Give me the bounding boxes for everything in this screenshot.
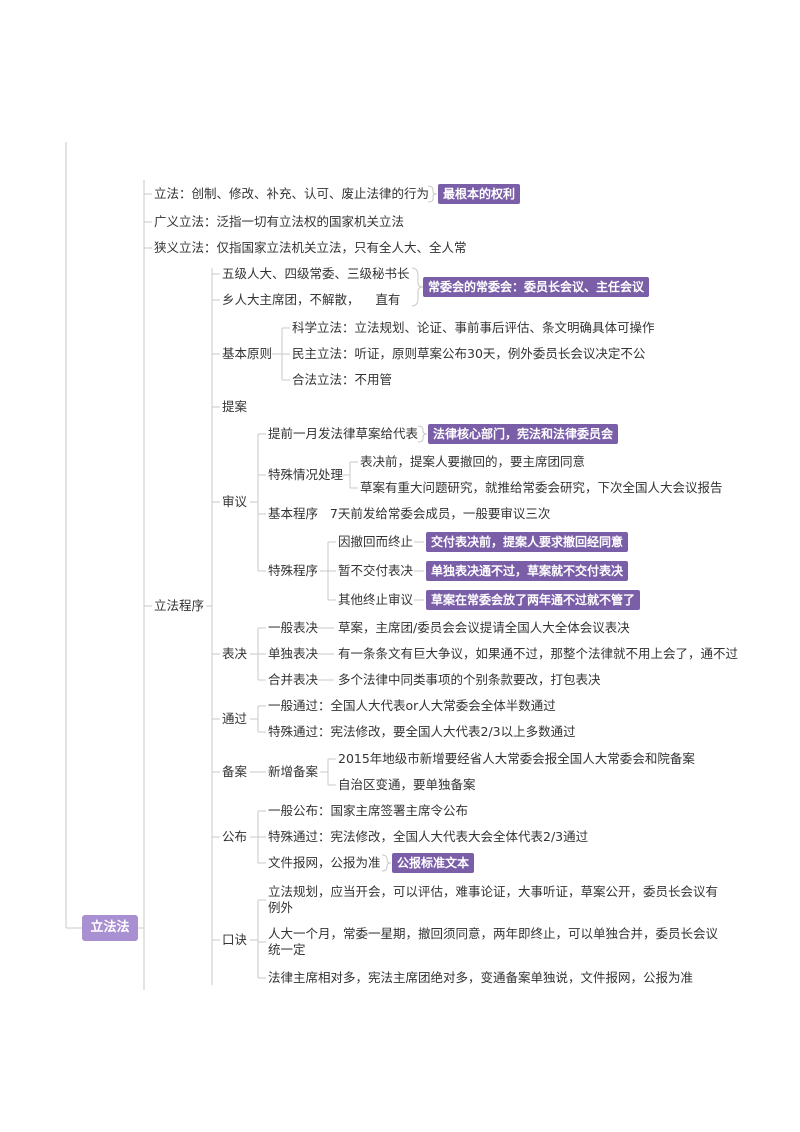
node-general-vote-desc: 草案，主席团/委员会会议提请全国人大全体会议表决 <box>338 620 630 635</box>
node-general-vote: 一般表决 <box>268 620 319 635</box>
highlight-core-department: 法律核心部门，宪法和法律委员会 <box>428 424 619 444</box>
node-scientific-legislation: 科学立法：立法规划、论证、事前事后评估、条文明确具体可操作 <box>292 320 655 335</box>
node-basic-procedure: 基本程序 7天前发给常委会成员，一般要审议三次 <box>268 506 551 521</box>
node-withdraw-before-vote: 表决前，提案人要撤回的，要主席团同意 <box>360 454 586 469</box>
node-township-presidium: 乡人大主席团，不解散， 直有 <box>222 292 401 307</box>
highlight-council-meetings: 常委会的常委会：委员长会议、主任会议 <box>423 277 650 297</box>
node-filing: 备案 <box>222 764 248 779</box>
node-filing-2015: 2015年地级市新增要经省人大常委会报全国人大常委会和院备案 <box>338 751 695 766</box>
node-pass: 通过 <box>222 711 248 726</box>
node-review: 审议 <box>222 494 248 509</box>
node-publish: 公布 <box>222 829 248 844</box>
node-special-procedure: 特殊程序 <box>268 563 319 578</box>
node-special-pass: 特殊通过：宪法修改，要全国人大代表2/3以上多数通过 <box>268 724 576 739</box>
node-combined-vote: 合并表决 <box>268 672 319 687</box>
node-mnemonic: 口诀 <box>222 932 248 947</box>
root-node: 立法法 <box>82 915 138 941</box>
node-broad-legislation: 广义立法：泛指一切有立法权的国家机关立法 <box>154 214 405 229</box>
node-general-pass: 一般通过：全国人大代表or人大常委会全体半数通过 <box>268 698 556 713</box>
node-basic-principles: 基本原则 <box>222 346 273 361</box>
node-combined-vote-desc: 多个法律中同类事项的个别条款要改，打包表决 <box>338 672 601 687</box>
node-legislative-procedure: 立法程序 <box>154 598 205 613</box>
node-separate-vote: 单独表决 <box>268 646 319 661</box>
node-levels: 五级人大、四级常委、三级秘书长 <box>222 266 410 281</box>
node-mnemonic-1: 立法规划，应当开会，可以评估，难事论证，大事听证，草案公开，委员长会议有例外 <box>268 884 719 915</box>
node-advance-draft: 提前一月发法律草案给代表 <box>268 426 419 441</box>
node-filing-autonomous: 自治区变通，要单独备案 <box>338 777 476 792</box>
node-special-handling: 特殊情况处理 <box>268 467 344 482</box>
highlight-fundamental-power: 最根本的权利 <box>438 184 521 204</box>
node-democratic-legislation: 民主立法：听证，原则草案公布30天，例外委员长会议决定不公 <box>292 346 646 361</box>
node-suspend-vote: 暂不交付表决 <box>338 563 414 578</box>
highlight-withdraw-consent: 交付表决前，提案人要求撤回经同意 <box>426 532 629 552</box>
node-special-publish: 特殊通过：宪法修改，全国人大代表大会全体代表2/3通过 <box>268 829 589 844</box>
node-mnemonic-3: 法律主席相对多，宪法主席团绝对多，变通备案单独说，文件报网，公报为准 <box>268 970 694 985</box>
node-legislation-def: 立法：创制、修改、补充、认可、废止法律的行为 <box>154 186 430 201</box>
node-vote: 表决 <box>222 646 248 661</box>
highlight-separate-vote-fail: 单独表决通不过，草案就不交付表决 <box>426 561 629 581</box>
node-mnemonic-2: 人大一个月，常委一星期，撤回须同意，两年即终止，可以单独合并，委员长会议统一定 <box>268 926 719 957</box>
highlight-two-years: 草案在常委会放了两年通不过就不管了 <box>426 590 641 610</box>
node-proposal: 提案 <box>222 399 248 414</box>
node-lawful-legislation: 合法立法：不用管 <box>292 372 393 387</box>
node-narrow-legislation: 狭义立法：仅指国家立法机关立法，只有全人大、全人常 <box>154 240 467 255</box>
node-new-filing: 新增备案 <box>268 764 319 779</box>
node-terminate-withdraw: 因撤回而终止 <box>338 534 414 549</box>
node-gazette: 文件报网，公报为准 <box>268 855 381 870</box>
node-major-issue: 草案有重大问题研究，就推给常委会研究，下次全国人大会议报告 <box>360 480 723 495</box>
node-general-publish: 一般公布：国家主席签署主席令公布 <box>268 803 469 818</box>
node-separate-vote-desc: 有一条条文有巨大争议，如果通不过，那整个法律就不用上会了，通不过 <box>338 646 739 661</box>
node-other-termination: 其他终止审议 <box>338 592 414 607</box>
highlight-gazette-standard: 公报标准文本 <box>392 853 475 873</box>
